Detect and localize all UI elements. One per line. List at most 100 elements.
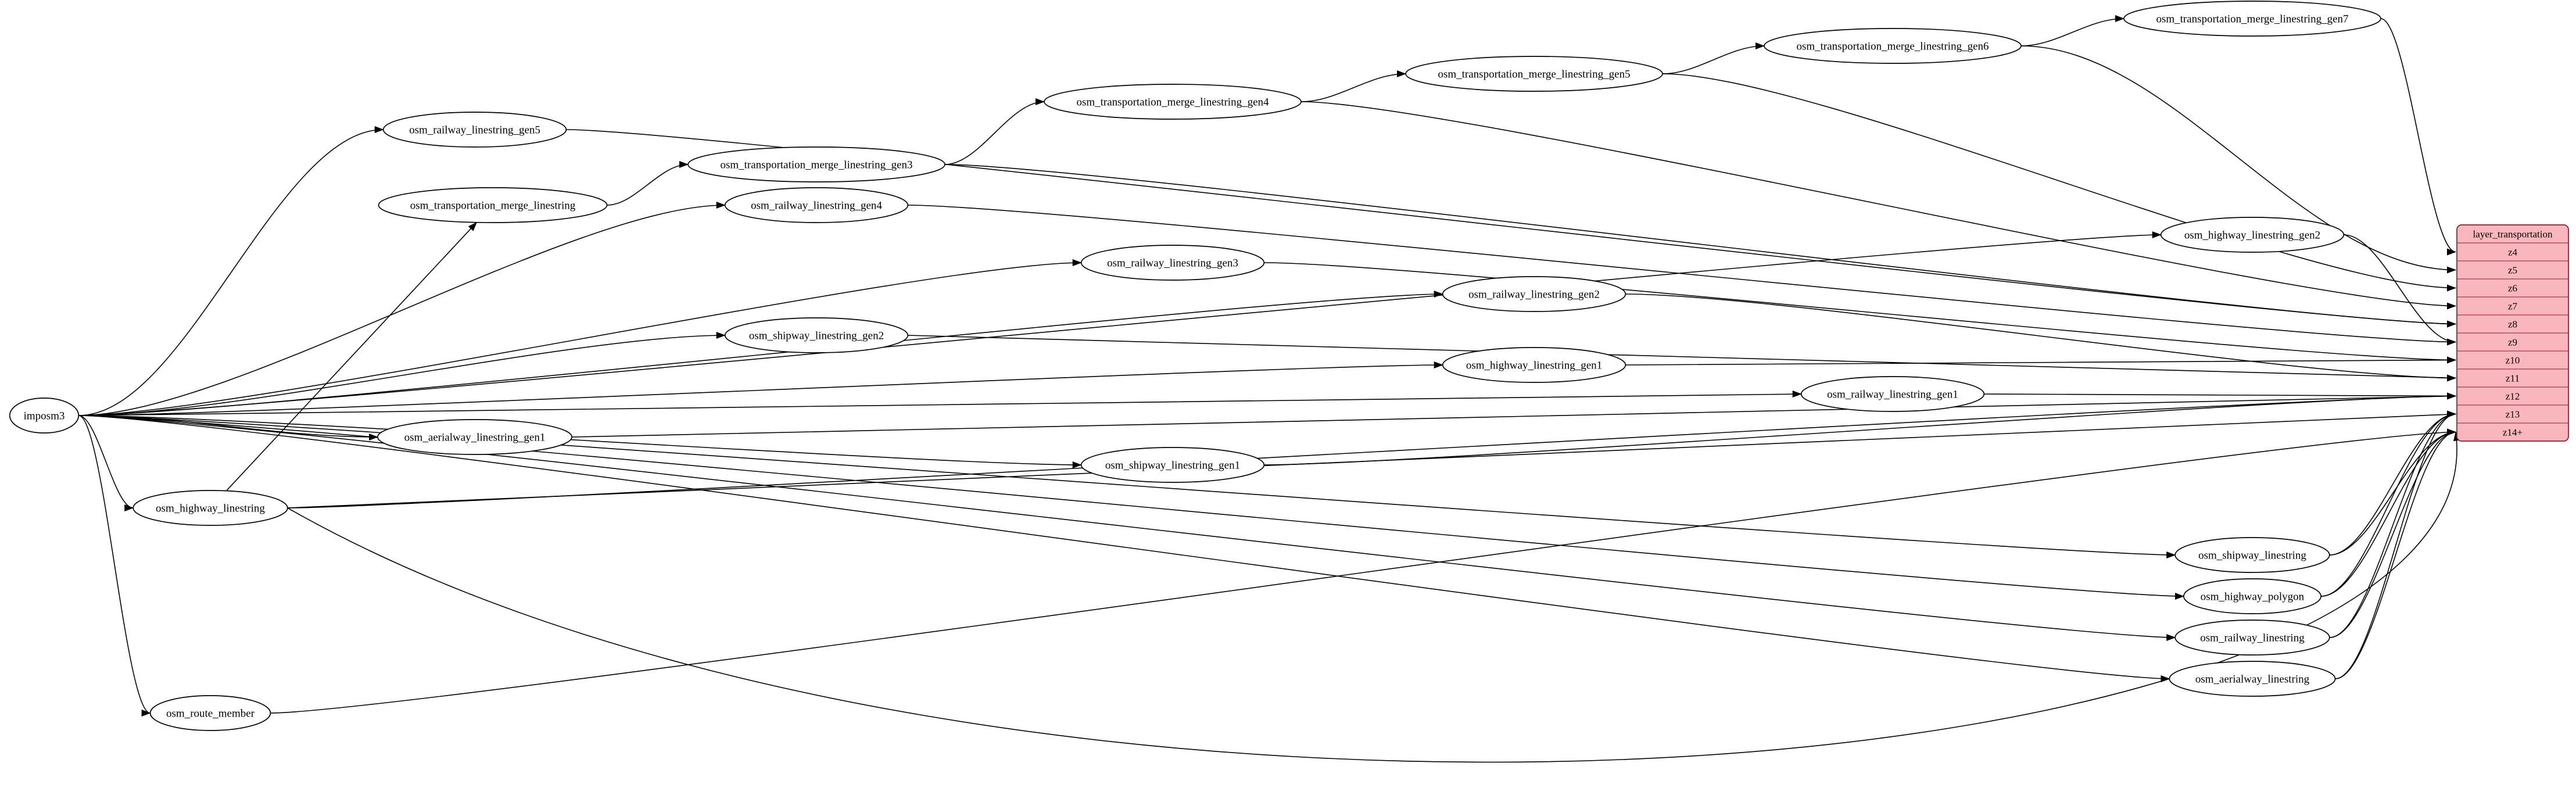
edge-imposm3-to-osm-highway-linestring-gen2 bbox=[78, 231, 2162, 416]
table-node-shape bbox=[1405, 56, 1663, 92]
table-node-label: osm_transportation_merge_linestring_gen3 bbox=[720, 159, 912, 171]
edge-osm-railway-linestring-to-row-z14plus bbox=[2329, 428, 2456, 638]
table-node-label: osm_railway_linestring_gen5 bbox=[409, 124, 540, 137]
table-node-osm-railway-linestring-gen3: osm_railway_linestring_gen3 bbox=[1080, 245, 1265, 281]
table-node-shape bbox=[2174, 619, 2330, 656]
table-node-shape bbox=[9, 398, 80, 434]
edge-imposm3-to-osm-railway-linestring-gen2 bbox=[78, 291, 1443, 416]
table-node-label: osm_highway_polygon bbox=[2201, 591, 2305, 603]
edge-osm-shipway-linestring-gen2-to-row-z11 bbox=[908, 335, 2456, 382]
record-row-z8: z8 bbox=[2508, 319, 2517, 330]
edge-osm-railway-linestring-gen5-to-row-z8 bbox=[566, 129, 2456, 328]
table-node-osm-shipway-linestring: osm_shipway_linestring bbox=[2174, 537, 2330, 573]
edge-osm-transportation-merge-linestring-gen4-to-osm-transportation-merge-linestring-gen5 bbox=[1300, 70, 1406, 102]
record-row-z7: z7 bbox=[2508, 301, 2518, 312]
table-node-osm-highway-linestring: osm_highway_linestring bbox=[132, 490, 288, 526]
table-node-label: osm_transportation_merge_linestring_gen6 bbox=[1796, 41, 1989, 53]
table-node-label: osm_railway_linestring bbox=[2200, 632, 2305, 644]
table-node-label: osm_route_member bbox=[166, 708, 255, 720]
edge-osm-highway-polygon-to-row-z13 bbox=[2321, 410, 2456, 597]
record-row-z10: z10 bbox=[2506, 355, 2520, 366]
record-row-z6: z6 bbox=[2508, 283, 2517, 294]
edge-osm-railway-linestring-gen2-to-row-z11 bbox=[1625, 293, 2456, 382]
edge-imposm3-to-osm-railway-linestring-gen3 bbox=[78, 259, 1082, 416]
table-node-osm-shipway-linestring-gen1: osm_shipway_linestring_gen1 bbox=[1080, 447, 1265, 483]
edge-imposm3-to-osm-railway-linestring-gen4 bbox=[78, 202, 726, 416]
table-node-shape bbox=[382, 112, 567, 148]
table-node-label: osm_transportation_merge_linestring bbox=[410, 200, 576, 212]
table-node-shape bbox=[1080, 245, 1265, 281]
table-node-osm-transportation-merge-linestring-gen7: osm_transportation_merge_linestring_gen7 bbox=[2123, 1, 2381, 37]
edge-imposm3-to-osm-shipway-linestring-gen1 bbox=[78, 415, 1082, 468]
edge-imposm3-to-osm-route-member bbox=[78, 415, 151, 717]
table-node-shape bbox=[1080, 447, 1265, 483]
edge-osm-aerialway-linestring-to-row-z13 bbox=[2335, 410, 2456, 679]
edge-osm-transportation-merge-linestring-gen6-to-row-z5 bbox=[2020, 45, 2456, 274]
record-row-z12: z12 bbox=[2506, 391, 2520, 402]
table-node-shape bbox=[724, 317, 909, 353]
table-node-osm-highway-linestring-gen2: osm_highway_linestring_gen2 bbox=[2160, 217, 2345, 253]
edge-osm-transportation-merge-linestring-to-osm-transportation-merge-linestring-gen3 bbox=[607, 161, 689, 206]
record-row-z5: z5 bbox=[2508, 265, 2517, 276]
table-node-osm-aerialway-linestring: osm_aerialway_linestring bbox=[2169, 661, 2336, 697]
edge-osm-railway-linestring-gen3-to-row-z10 bbox=[1264, 262, 2456, 364]
table-node-osm-transportation-merge-linestring: osm_transportation_merge_linestring bbox=[378, 187, 608, 223]
edge-imposm3-to-osm-highway-polygon bbox=[78, 415, 2184, 600]
table-node-label: osm_aerialway_linestring_gen1 bbox=[404, 432, 546, 444]
record-title: layer_transportation bbox=[2473, 229, 2553, 240]
table-node-shape bbox=[687, 146, 945, 182]
edge-imposm3-to-osm-aerialway-linestring-gen1 bbox=[78, 415, 378, 441]
edge-osm-transportation-merge-linestring-gen5-to-row-z6 bbox=[1662, 73, 2456, 292]
edge-osm-highway-linestring-gen1-to-row-z10 bbox=[1625, 356, 2456, 366]
table-node-osm-transportation-merge-linestring-gen6: osm_transportation_merge_linestring_gen6 bbox=[1764, 28, 2022, 64]
edge-osm-transportation-merge-linestring-gen5-to-osm-transportation-merge-linestring-gen6 bbox=[1662, 42, 1765, 74]
edge-imposm3-to-osm-highway-linestring bbox=[78, 415, 134, 511]
edge-osm-highway-linestring-to-row-z14plus bbox=[287, 431, 2460, 763]
record-row-z14plus: z14+ bbox=[2503, 427, 2523, 438]
table-nodes: imposm3 osm_railway_linestring_gen5 osm_tr… bbox=[9, 1, 2381, 731]
edge-osm-railway-linestring-gen1-to-row-z12 bbox=[1984, 392, 2456, 400]
table-node-label: osm_aerialway_linestring bbox=[2195, 674, 2310, 686]
table-node-osm-transportation-merge-linestring-gen5: osm_transportation_merge_linestring_gen5 bbox=[1405, 56, 1663, 92]
edge-osm-highway-linestring-gen2-to-row-z9 bbox=[2344, 234, 2456, 346]
record-row-z11: z11 bbox=[2506, 373, 2520, 384]
table-node-osm-railway-linestring-gen5: osm_railway_linestring_gen5 bbox=[382, 112, 567, 148]
table-node-label: osm_railway_linestring_gen3 bbox=[1107, 257, 1238, 270]
edge-osm-aerialway-linestring-gen1-to-row-z12 bbox=[572, 392, 2456, 438]
table-node-osm-aerialway-linestring-gen1: osm_aerialway_linestring_gen1 bbox=[377, 419, 572, 455]
table-node-label: osm_shipway_linestring bbox=[2198, 550, 2306, 562]
edge-imposm3-to-osm-railway-linestring-gen5 bbox=[78, 126, 384, 416]
edge-osm-highway-linestring-to-row-z12 bbox=[287, 392, 2456, 508]
table-node-shape bbox=[377, 419, 572, 455]
table-node-osm-transportation-merge-linestring-gen4: osm_transportation_merge_linestring_gen4 bbox=[1044, 84, 1302, 120]
edge-osm-highway-linestring-to-osm-transportation-merge-linestring bbox=[225, 221, 477, 492]
table-node-osm-transportation-merge-linestring-gen3: osm_transportation_merge_linestring_gen3 bbox=[687, 146, 945, 182]
table-node-shape bbox=[1764, 28, 2022, 64]
table-node-osm-highway-linestring-gen1: osm_highway_linestring_gen1 bbox=[1442, 347, 1626, 383]
edge-osm-route-member-to-row-z14plus bbox=[270, 428, 2456, 714]
edge-osm-transportation-merge-linestring-gen4-to-row-z7 bbox=[1300, 101, 2456, 310]
table-node-shape bbox=[2160, 217, 2345, 253]
edge-osm-railway-linestring-gen4-to-row-z9 bbox=[908, 205, 2456, 346]
table-node-osm-railway-linestring-gen2: osm_railway_linestring_gen2 bbox=[1442, 276, 1626, 312]
table-node-label: osm_transportation_merge_linestring_gen4 bbox=[1076, 96, 1269, 109]
edge-imposm3-to-osm-shipway-linestring bbox=[78, 415, 2176, 558]
table-node-shape bbox=[2174, 537, 2330, 573]
edge-osm-transportation-merge-linestring-gen3-to-osm-transportation-merge-linestring-gen4 bbox=[944, 98, 1045, 165]
table-node-label: osm_shipway_linestring_gen2 bbox=[749, 330, 884, 342]
edge-osm-aerialway-linestring-to-row-z14plus bbox=[2335, 428, 2456, 679]
table-node-label: imposm3 bbox=[24, 410, 65, 422]
edge-osm-highway-polygon-to-row-z14plus bbox=[2321, 428, 2456, 597]
table-node-shape bbox=[149, 695, 271, 731]
table-node-shape bbox=[378, 187, 608, 223]
table-node-imposm3: imposm3 bbox=[9, 398, 80, 434]
table-node-osm-railway-linestring-gen1: osm_railway_linestring_gen1 bbox=[1800, 376, 1985, 412]
edge-osm-railway-linestring-to-row-z13 bbox=[2329, 410, 2456, 638]
table-node-label: osm_transportation_merge_linestring_gen7 bbox=[2156, 13, 2348, 26]
table-node-shape bbox=[1044, 84, 1302, 120]
edge-osm-transportation-merge-linestring-gen6-to-osm-transportation-merge-linestring-gen7 bbox=[2020, 15, 2124, 46]
edge-osm-shipway-linestring-to-row-z14plus bbox=[2329, 428, 2456, 556]
table-node-shape bbox=[132, 490, 288, 526]
